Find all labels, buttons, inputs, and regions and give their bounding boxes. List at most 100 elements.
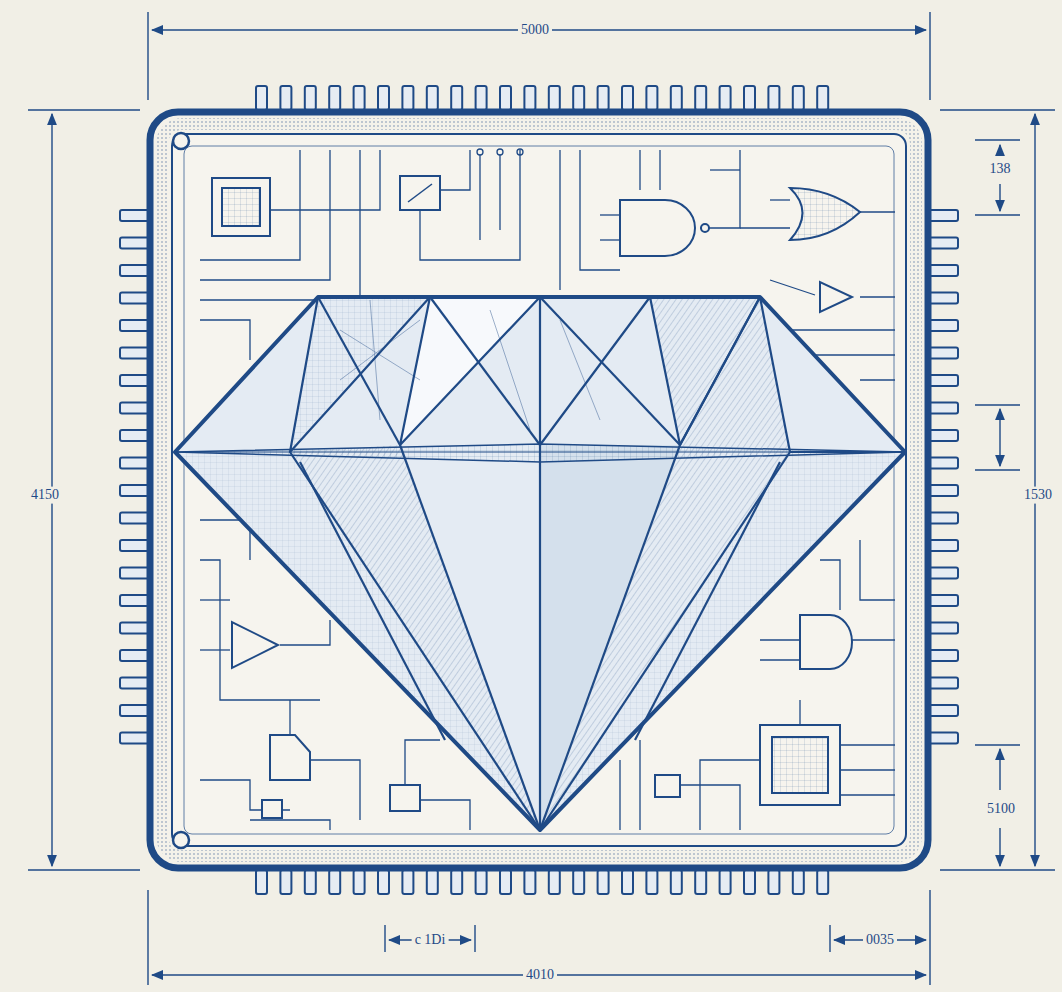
chip-pin	[928, 733, 958, 744]
chip-pin	[378, 870, 389, 894]
chip-pin	[427, 86, 438, 110]
chip-pin	[928, 265, 958, 276]
dimension-label: 1530	[1021, 487, 1055, 504]
chip-pin	[573, 86, 584, 110]
chip-pin	[120, 650, 150, 661]
chip-pin	[524, 870, 535, 894]
chip-pin	[329, 870, 340, 894]
dimension-label: 4010	[523, 967, 557, 984]
chip-pin	[120, 595, 150, 606]
chip-pin	[768, 86, 779, 110]
chip-pin	[928, 320, 958, 331]
chip-pin	[120, 733, 150, 744]
chip-die	[172, 134, 906, 846]
chip-pin	[524, 86, 535, 110]
chip-pin	[928, 293, 958, 304]
chip-pin	[744, 870, 755, 894]
chip-pin	[451, 870, 462, 894]
dimension-label: c 1Di	[412, 932, 449, 949]
chip-pin	[817, 86, 828, 110]
chip-pin	[928, 568, 958, 579]
chip-pin	[427, 870, 438, 894]
chip-pin	[120, 485, 150, 496]
chip-pin	[305, 870, 316, 894]
chip-pin	[120, 705, 150, 716]
chip-pin	[120, 540, 150, 551]
chip-pin	[120, 348, 150, 359]
chip-pin	[402, 870, 413, 894]
chip-pin	[720, 870, 731, 894]
chip-pin	[120, 678, 150, 689]
chip-pin	[305, 86, 316, 110]
chip-pin	[928, 430, 958, 441]
chip-pin	[329, 86, 340, 110]
chip-pin	[598, 870, 609, 894]
dimension-label: 5100	[984, 801, 1018, 818]
chip-pin	[793, 86, 804, 110]
chip-pin	[928, 540, 958, 551]
chip-pins	[120, 86, 958, 894]
chip-pin	[120, 430, 150, 441]
chip-pin	[120, 623, 150, 634]
chip-pin	[928, 485, 958, 496]
chip-pin	[402, 86, 413, 110]
chip-pin	[378, 86, 389, 110]
chip-pin	[120, 458, 150, 469]
diamond-illustration	[175, 297, 905, 830]
chip-pin	[598, 86, 609, 110]
dimension-lines	[28, 12, 1055, 985]
chip-pin	[646, 870, 657, 894]
chip-pin	[120, 265, 150, 276]
chip-pin	[280, 86, 291, 110]
chip-pin	[256, 86, 267, 110]
chip-pin	[928, 650, 958, 661]
chip-pin	[928, 375, 958, 386]
chip-pin	[695, 86, 706, 110]
chip-pin	[451, 86, 462, 110]
chip-pin	[928, 403, 958, 414]
chip-pin	[671, 86, 682, 110]
chip-pin	[817, 870, 828, 894]
chip-pin	[120, 403, 150, 414]
chip-pin	[671, 870, 682, 894]
chip-pin	[928, 210, 958, 221]
chip-pin	[476, 870, 487, 894]
chip-pin	[120, 238, 150, 249]
chip-rim	[162, 124, 916, 856]
chip-pin	[928, 623, 958, 634]
chip-pin	[928, 678, 958, 689]
dimension-label: 5000	[518, 22, 552, 39]
chip-pin	[744, 86, 755, 110]
dimension-label: 0035	[863, 932, 897, 949]
chip-pin	[354, 870, 365, 894]
chip-pin	[120, 513, 150, 524]
chip-pin	[695, 870, 706, 894]
chip-pin	[928, 513, 958, 524]
chip-pin	[549, 870, 560, 894]
chip-pin	[120, 210, 150, 221]
chip-pin	[793, 870, 804, 894]
chip-pin	[573, 870, 584, 894]
chip-pin	[280, 870, 291, 894]
chip-pin	[928, 458, 958, 469]
mount-hole	[173, 832, 189, 848]
chip-pin	[120, 320, 150, 331]
chip-pin	[120, 293, 150, 304]
dimension-label: 4150	[28, 487, 62, 504]
chip-pin	[928, 705, 958, 716]
chip-pin	[768, 870, 779, 894]
chip-pin	[549, 86, 560, 110]
chip-pin	[720, 86, 731, 110]
chip-pin	[120, 375, 150, 386]
chip-pin	[928, 595, 958, 606]
chip-body	[150, 112, 928, 868]
chip-pin	[476, 86, 487, 110]
chip-pin	[928, 238, 958, 249]
chip-pin	[622, 870, 633, 894]
chip-pin	[500, 86, 511, 110]
chip-pin	[500, 870, 511, 894]
dimension-label: 138	[987, 161, 1014, 178]
